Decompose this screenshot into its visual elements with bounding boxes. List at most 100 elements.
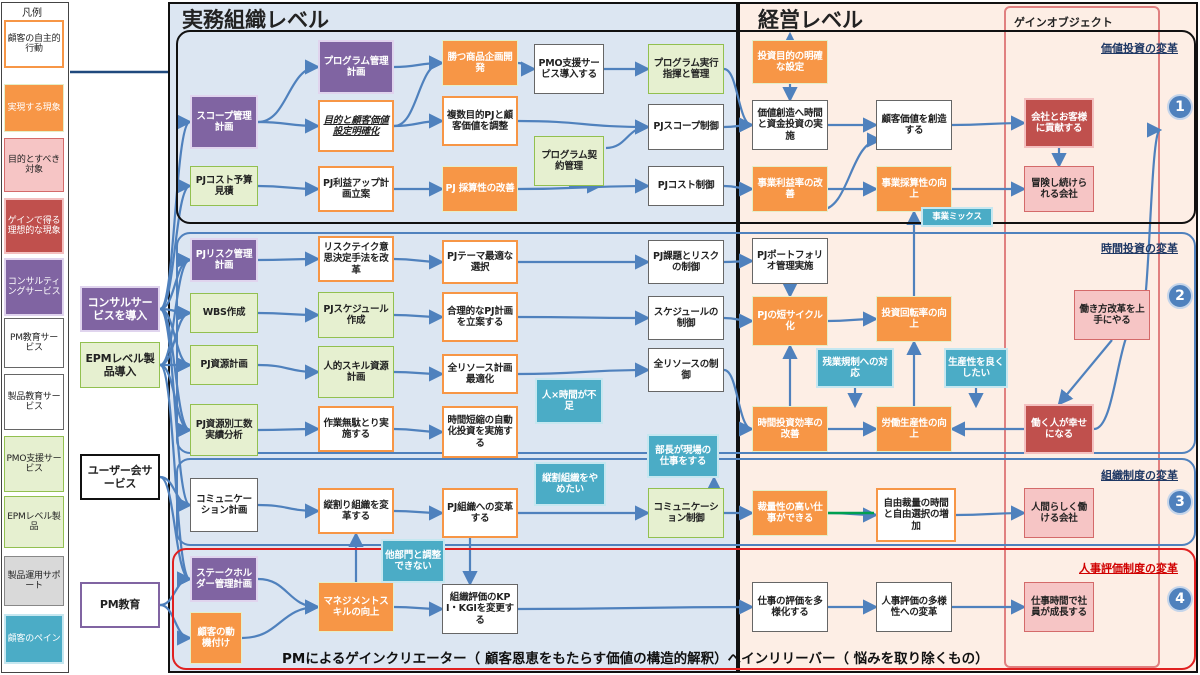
connector-arrow [159, 363, 193, 438]
node-f3: 事業利益率の改善 [752, 166, 828, 212]
node-k6: 仕事時間で社員が成長する [1024, 582, 1094, 632]
connector-arrow [723, 181, 755, 197]
node-c5: 合理的なPJ計画を立案する [442, 292, 518, 342]
node-k4: 働く人が幸せになる [1024, 404, 1094, 454]
connector-arrow [257, 503, 321, 519]
legend-item: ゲインで得る理想的な現象 [4, 198, 64, 254]
service-epm: EPMレベル製品導入 [80, 342, 160, 388]
legend-item: PMO支援サービス [4, 436, 64, 492]
connector-arrow [951, 115, 1027, 131]
connector-arrow [159, 252, 193, 367]
legend-item: 顧客の自主的行動 [4, 20, 64, 68]
node-b9: マネジメントスキルの向上 [318, 582, 394, 632]
node-t7: 事業ミックス [921, 207, 993, 227]
legend-item: 目的とすべき対象 [4, 138, 64, 192]
legend-item: 実現する現象 [4, 84, 64, 132]
service-consulting: コンサルサービスを導入 [80, 286, 160, 332]
node-k2: 冒険し続けられる会社 [1024, 166, 1094, 212]
node-t5: 残業規制への対応 [816, 348, 894, 388]
legend-item: EPMレベル製品 [4, 496, 64, 548]
node-d2: プログラム契約管理 [534, 136, 604, 186]
connector-arrow [257, 421, 321, 437]
change-label-hr: 人事評価制度の変革 [1079, 562, 1178, 575]
node-a6: PJ資源別工数実績分析 [190, 404, 258, 456]
node-c4: PJテーマ最適な選択 [442, 240, 518, 284]
node-h6: 人事評価の多様性への変革 [876, 582, 952, 632]
node-e1: プログラム実行指揮と管理 [648, 44, 724, 94]
node-b6: 人的スキル資源計画 [318, 346, 394, 398]
node-h1: 顧客価値を創造する [876, 100, 952, 150]
legend-item: 顧客のペイン [4, 614, 64, 664]
legend-title: 凡例 [22, 8, 42, 19]
node-t1: 人×時間が不足 [535, 378, 603, 424]
node-f6: 時間投資効率の改善 [752, 406, 828, 452]
node-f1: 投資目的の明確な設定 [752, 40, 828, 84]
node-c7: 時間短縮の自動化投資を実施する [442, 406, 518, 458]
node-d1: PMO支援サービス導入する [534, 44, 604, 94]
service-pm-education: PM教育 [80, 582, 160, 628]
node-f5: PJの短サイクル化 [752, 296, 828, 346]
node-a1: スコープ管理計画 [190, 95, 258, 149]
service-user-group: ユーザー会サービス [80, 454, 160, 500]
node-e3: PJコスト制御 [648, 166, 724, 206]
change-label-value: 価値投資の変革 [1101, 42, 1178, 55]
node-b2: 目的と顧客価値設定明確化 [318, 100, 394, 152]
legend-item: 製品教育サービス [4, 374, 64, 430]
node-a9: 顧客の動機付け [190, 612, 242, 664]
connector-arrow [393, 601, 445, 617]
node-c3: PJ 採算性の改善 [442, 166, 518, 212]
connector-arrow [257, 307, 321, 323]
node-f8: 仕事の評価を多様化する [752, 582, 828, 632]
node-e7: コミュニケーション制御 [648, 488, 724, 538]
node-e6: 全リソースの制御 [648, 348, 724, 392]
connector-arrow [723, 368, 755, 437]
node-k3: 働き方改革を上手にやる [1074, 290, 1150, 340]
connector-arrow [159, 305, 193, 367]
node-b5: PJスケジュール作成 [318, 292, 394, 338]
step-number-2: 2 [1167, 283, 1193, 309]
connector-arrow [159, 571, 193, 607]
node-e4: PJ課題とリスクの制御 [648, 240, 724, 284]
step-number-3: 3 [1167, 489, 1193, 515]
connector-arrow [393, 424, 445, 440]
node-b7: 作業無駄とり実施する [318, 406, 394, 452]
node-a5: PJ資源計画 [190, 345, 258, 385]
header-gain: ゲインオブジェクト [1014, 16, 1113, 29]
connector-arrow [1057, 339, 1113, 406]
step-number-4: 4 [1167, 586, 1193, 612]
connector-arrow [241, 599, 321, 640]
node-a3: PJリスク管理計画 [190, 238, 258, 282]
header-practical: 実務組織レベル [182, 8, 329, 32]
connector-arrow [517, 362, 651, 378]
node-h3: 投資回転率の向上 [876, 296, 952, 342]
node-c1: 勝つ商品企画開発 [442, 40, 518, 86]
connector-arrow [257, 577, 321, 615]
connector-arrow [158, 307, 193, 513]
connector-arrow [393, 309, 445, 325]
connector-arrow [723, 67, 755, 133]
node-h2: 事業採算性の向上 [876, 166, 952, 212]
node-f2: 価値創造へ時間と資金投資の実施 [752, 100, 828, 150]
connector-arrow [723, 253, 755, 269]
node-t6: 生産性を良くしたい [944, 348, 1008, 388]
node-t3: 部長が現場の仕事をする [647, 434, 719, 478]
node-t4: 他部門と調整できない [381, 539, 445, 583]
connector-arrow [723, 117, 755, 133]
node-a2: PJコスト予算見積 [190, 166, 258, 206]
node-h4: 労働生産性の向上 [876, 406, 952, 452]
legend-item: コンサルティングサービス [4, 258, 64, 316]
node-c6: 全リソース計画最適化 [442, 354, 518, 394]
node-b4: リスクテイク意思決定手法を改革 [318, 236, 394, 282]
connector-arrow [393, 366, 445, 382]
node-k1: 会社とお客様に貢献する [1024, 98, 1094, 148]
connector-arrow [257, 363, 321, 380]
connector-arrow [517, 310, 651, 326]
node-t2: 縦割組織をやめたい [534, 462, 606, 506]
connector-arrow [605, 119, 651, 150]
node-c9: 組織評価のKPI・KGIを変更する [442, 584, 518, 634]
node-f7: 裁量性の高い仕事ができる [752, 490, 828, 536]
node-a7: コミュニケーション計画 [190, 478, 258, 532]
node-b8: 縦割り組織を変革する [318, 488, 394, 534]
